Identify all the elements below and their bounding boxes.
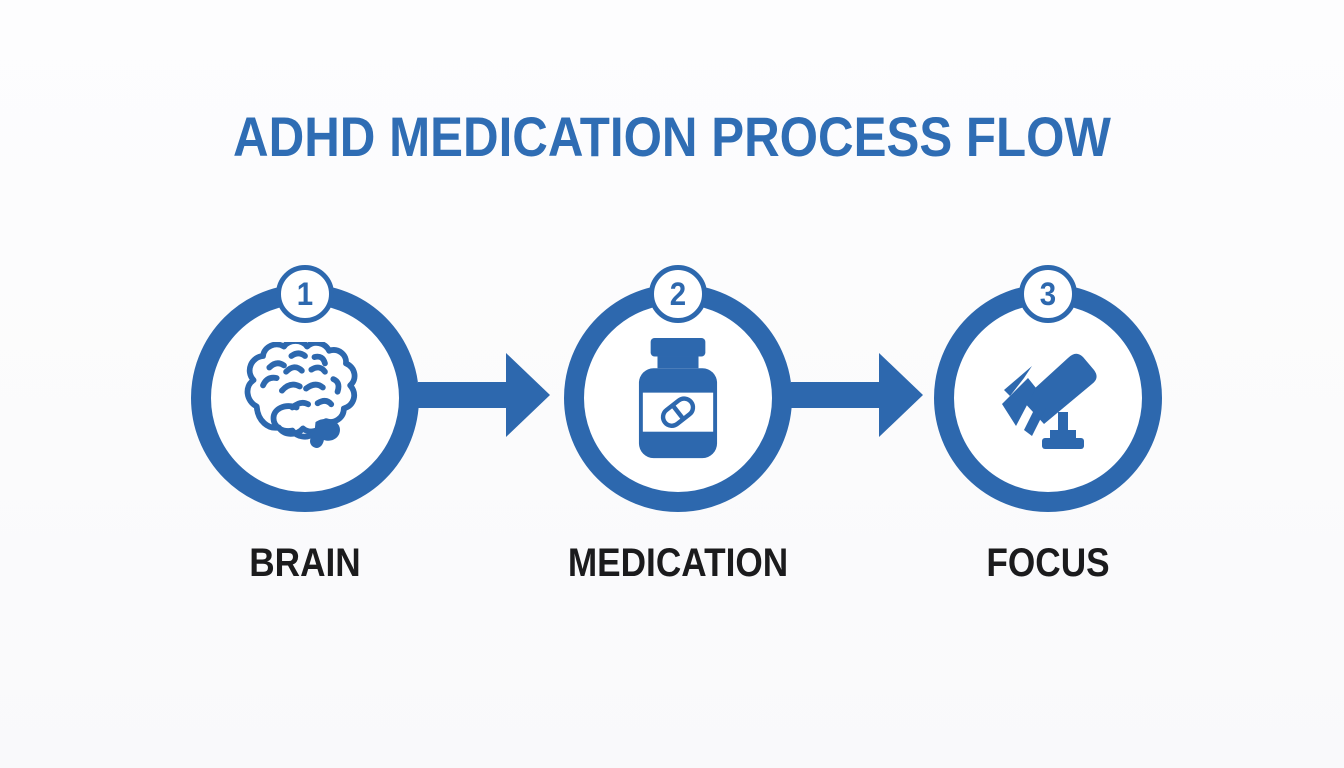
step-label-medication: MEDICATION (567, 541, 789, 585)
arrow-step2-to-step3-icon (791, 353, 923, 437)
step-circle-medication: 2 (564, 265, 792, 512)
step-label-brain: BRAIN (249, 541, 361, 585)
step-number: 2 (669, 275, 687, 312)
arrow-step1-to-step2-icon (418, 353, 550, 437)
step-number-badge: 1 (276, 265, 334, 323)
spotlight-icon (1002, 353, 1097, 449)
step-circle-focus: 3 (934, 265, 1162, 512)
page-title: ADHD MEDICATION PROCESS FLOW (233, 105, 1111, 168)
step-number-badge: 3 (1019, 265, 1077, 323)
step-label-focus: FOCUS (986, 541, 1110, 585)
brain-icon (244, 342, 358, 448)
step-number: 1 (296, 275, 314, 312)
step-number: 3 (1039, 275, 1057, 312)
step-circle-brain: 1 (191, 265, 419, 512)
pill-bottle-icon (638, 337, 718, 458)
step-number-badge: 2 (649, 265, 707, 323)
